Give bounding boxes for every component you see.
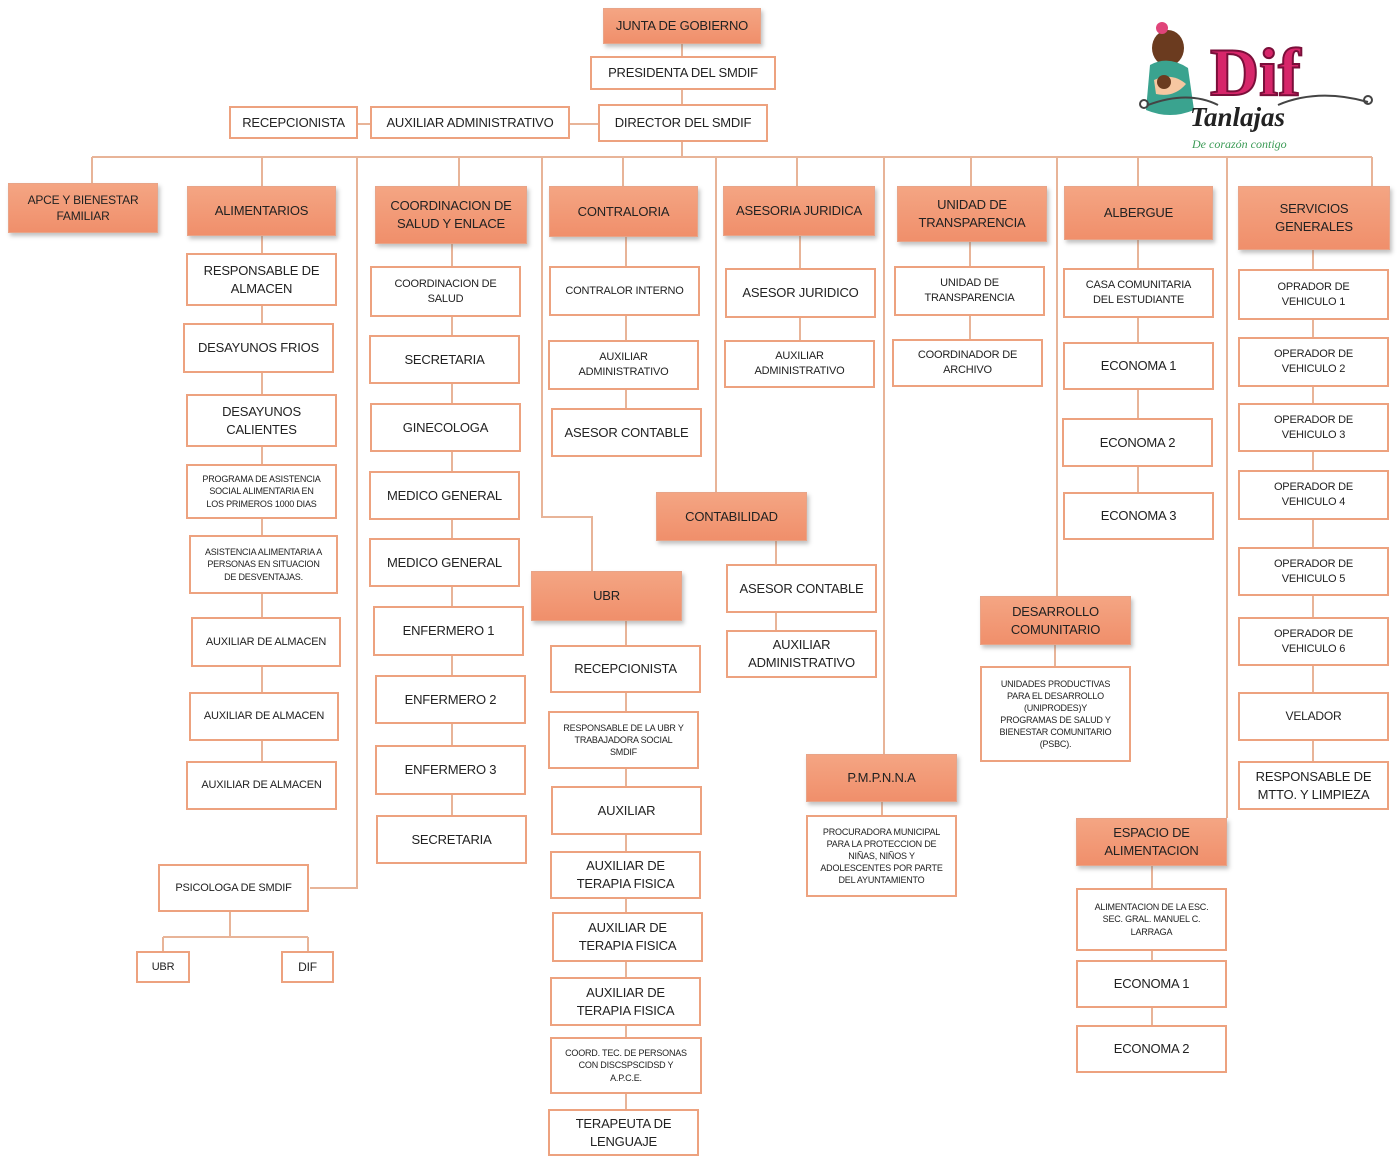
auxiliar-almacen-box: AUXILIAR DE ALMACEN xyxy=(186,761,337,810)
contraloria-header: CONTRALORIA xyxy=(549,186,698,237)
auxiliar-administrativo-box: AUXILIAR ADMINISTRATIVO xyxy=(726,630,877,678)
enfermero-box: ENFERMERO 3 xyxy=(375,745,526,795)
espacio-alimentacion-header: ESPACIO DE ALIMENTACION xyxy=(1076,818,1227,866)
operador-vehiculo-box: OPERADOR DE VEHICULO 5 xyxy=(1238,547,1389,596)
procuradora-box: PROCURADORA MUNICIPAL PARA LA PROTECCION… xyxy=(806,815,957,897)
contabilidad-header: CONTABILIDAD xyxy=(656,492,807,541)
terapeuta-lenguaje-box: TERAPEUTA DE LENGUAJE xyxy=(548,1109,699,1156)
responsable-almacen-box: RESPONSABLE DE ALMACEN xyxy=(186,253,337,306)
coordinacion-de-salud-box: COORDINACION DE SALUD xyxy=(370,266,521,317)
secretaria-box: SECRETARIA xyxy=(369,335,520,384)
auxiliar-administrativo-box: AUXILIAR ADMINISTRATIVO xyxy=(548,340,699,390)
operador-vehiculo-box: OPERADOR DE VEHICULO 2 xyxy=(1238,337,1389,387)
economa-box: ECONOMA 2 xyxy=(1076,1025,1227,1073)
casa-comunitaria-box: CASA COMUNITARIA DEL ESTUDIANTE xyxy=(1063,268,1214,318)
ubr-small-box: UBR xyxy=(136,951,190,983)
mother-child-figure xyxy=(1146,22,1194,115)
desayunos-calientes-box: DESAYUNOS CALIENTES xyxy=(186,394,337,447)
connector-bus-drops xyxy=(91,157,1373,186)
albergue-header: ALBERGUE xyxy=(1064,186,1213,240)
asesor-contable-box: ASESOR CONTABLE xyxy=(726,564,877,613)
transparencia-header: UNIDAD DE TRANSPARENCIA xyxy=(897,186,1047,242)
junta-de-gobierno-box: JUNTA DE GOBIERNO xyxy=(603,8,761,44)
pmpnna-header: P.M.P.N.N.A xyxy=(806,754,957,802)
asesor-juridico-box: ASESOR JURIDICO xyxy=(725,268,876,318)
responsable-ubr-box: RESPONSABLE DE LA UBR Y TRABAJADORA SOCI… xyxy=(548,711,699,769)
economa-box: ECONOMA 2 xyxy=(1062,418,1213,467)
apce-header: APCE Y BIENESTAR FAMILIAR xyxy=(8,183,158,233)
logo-dif-text: Dif xyxy=(1210,34,1302,110)
economa-box: ECONOMA 1 xyxy=(1063,342,1214,390)
auxiliar-administrativo-top-box: AUXILIAR ADMINISTRATIVO xyxy=(370,106,570,139)
medico-general-box: MEDICO GENERAL xyxy=(369,538,520,587)
auxiliar-terapia-fisica-box: AUXILIAR DE TERAPIA FISICA xyxy=(550,977,701,1026)
operador-vehiculo-box: OPERADOR DE VEHICULO 3 xyxy=(1238,403,1389,452)
auxiliar-administrativo-box: AUXILIAR ADMINISTRATIVO xyxy=(724,340,875,388)
coord-tec-personas-box: COORD. TEC. DE PERSONAS CON DISCSPSCIDSD… xyxy=(550,1037,702,1094)
economa-box: ECONOMA 1 xyxy=(1076,960,1227,1008)
secretaria-box: SECRETARIA xyxy=(376,815,527,864)
programa-asistencia-box: PROGRAMA DE ASISTENCIA SOCIAL ALIMENTARI… xyxy=(186,464,337,519)
servicios-generales-header: SERVICIOS GENERALES xyxy=(1238,186,1390,250)
connector-apce-psicologa xyxy=(310,157,358,889)
connector-contabilidad xyxy=(541,157,593,571)
coordinacion-salud-header: COORDINACION DE SALUD Y ENLACE xyxy=(375,186,527,244)
ubr-header: UBR xyxy=(531,571,682,621)
psicologa-box: PSICOLOGA DE SMDIF xyxy=(158,864,309,912)
operador-vehiculo-box: OPERADOR DE VEHICULO 6 xyxy=(1238,617,1389,666)
alimentacion-escuela-box: ALIMENTACION DE LA ESC. SEC. GRAL. MANUE… xyxy=(1076,888,1227,951)
dif-small-box: DIF xyxy=(281,951,334,983)
operador-vehiculo-box: OPERADOR DE VEHICULO 4 xyxy=(1238,470,1389,520)
ginecologa-box: GINECOLOGA xyxy=(370,403,521,452)
asesoria-juridica-header: ASESORIA JURIDICA xyxy=(723,186,875,236)
responsable-mtto-box: RESPONSABLE DE MTTO. Y LIMPIEZA xyxy=(1238,761,1389,810)
enfermero-box: ENFERMERO 1 xyxy=(373,606,524,656)
auxiliar-terapia-fisica-box: AUXILIAR DE TERAPIA FISICA xyxy=(552,912,703,962)
director-box: DIRECTOR DEL SMDIF xyxy=(598,104,768,142)
auxiliar-ubr-box: AUXILIAR xyxy=(551,786,702,835)
alimentarios-header: ALIMENTARIOS xyxy=(187,186,336,236)
coordinador-archivo-box: COORDINADOR DE ARCHIVO xyxy=(892,339,1043,387)
contralor-interno-box: CONTRALOR INTERNO xyxy=(549,266,700,316)
auxiliar-almacen-box: AUXILIAR DE ALMACEN xyxy=(191,617,341,667)
medico-general-box: MEDICO GENERAL xyxy=(369,471,520,520)
presidenta-box: PRESIDENTA DEL SMDIF xyxy=(590,56,776,90)
asistencia-alimentaria-box: ASISTENCIA ALIMENTARIA A PERSONAS EN SIT… xyxy=(189,535,338,594)
logo-tagline-text: De corazón contigo xyxy=(1191,137,1287,151)
asesor-contable-box: ASESOR CONTABLE xyxy=(551,408,702,457)
enfermero-box: ENFERMERO 2 xyxy=(375,675,526,724)
operador-vehiculo-box: OPRADOR DE VEHICULO 1 xyxy=(1238,269,1389,320)
auxiliar-terapia-fisica-box: AUXILIAR DE TERAPIA FISICA xyxy=(550,851,701,899)
unidades-productivas-box: UNIDADES PRODUCTIVAS PARA EL DESARROLLO … xyxy=(980,666,1131,762)
economa-box: ECONOMA 3 xyxy=(1063,492,1214,540)
velador-box: VELADOR xyxy=(1238,692,1389,741)
auxiliar-almacen-box: AUXILIAR DE ALMACEN xyxy=(189,692,339,741)
unidad-transparencia-box: UNIDAD DE TRANSPARENCIA xyxy=(894,266,1045,316)
recepcionista-top-box: RECEPCIONISTA xyxy=(229,106,358,139)
connector-psicologa-split xyxy=(162,912,309,951)
desarrollo-comunitario-header: DESARROLLO COMUNITARIO xyxy=(980,596,1131,645)
desayunos-frios-box: DESAYUNOS FRIOS xyxy=(183,323,334,373)
recepcionista-ubr-box: RECEPCIONISTA xyxy=(550,645,701,693)
logo-tanlajas-text: Tanlajas xyxy=(1190,102,1285,132)
dif-tanlajas-logo: Dif Tanlajas De corazón contigo xyxy=(1139,22,1373,151)
